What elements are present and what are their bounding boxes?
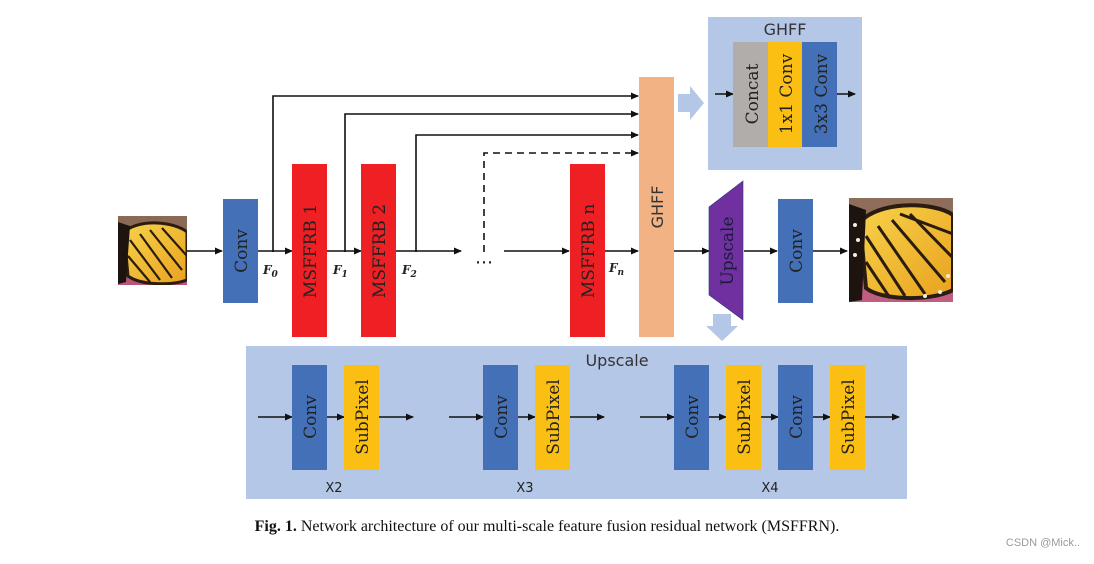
- skip-connections: [272, 92, 639, 252]
- caption-text: Network architecture of our multi-scale …: [300, 518, 840, 535]
- x3-conv-layer: [483, 365, 518, 470]
- msffrb-2-label: MSFFRB 2: [370, 204, 390, 298]
- conv-input-label: Conv: [232, 229, 252, 273]
- x4-conv-layer-1: [674, 365, 709, 470]
- upscale-expand-arrow-icon: [706, 314, 738, 341]
- msffrb-2-block: [361, 164, 396, 337]
- skip-connection-f2: [415, 131, 639, 252]
- ghff-detail-panel: GHFF Concat 1x1 Conv 3x3 Conv: [708, 17, 862, 170]
- skip-connection-f1: [344, 110, 639, 252]
- msffrb-1-block: [292, 164, 327, 337]
- x4-subpixel-layer-2: [830, 365, 865, 470]
- ellipsis: ⋯: [475, 252, 493, 273]
- conv-input-block: [223, 199, 258, 303]
- feature-label-f1: F1: [332, 263, 348, 280]
- x4-label: X4: [761, 481, 778, 496]
- x4-subpixel-label-2: SubPixel: [839, 379, 859, 454]
- msffrb-n-block: [570, 164, 605, 337]
- upscale-group-x3: Conv SubPixel X3: [449, 365, 605, 496]
- concat-layer: [733, 42, 768, 147]
- x2-subpixel-label: SubPixel: [353, 379, 373, 454]
- conv3x3-layer: [802, 42, 837, 147]
- x4-conv-layer-2: [778, 365, 813, 470]
- msffrb-1-label: MSFFRB 1: [301, 204, 321, 298]
- concat-label: Concat: [743, 63, 763, 124]
- upscale-panel-title: Upscale: [585, 351, 648, 370]
- ghff-label: GHFF: [648, 186, 667, 229]
- x2-subpixel-layer: [344, 365, 379, 470]
- x2-conv-label: Conv: [301, 395, 321, 439]
- skip-connection-f0: [272, 92, 639, 252]
- x4-conv-label-1: Conv: [683, 395, 703, 439]
- upscale-group-x4: Conv SubPixel Conv SubPixel X4: [640, 365, 900, 496]
- upscale-group-x2: Conv SubPixel X2: [258, 365, 414, 496]
- figure-caption: Fig. 1. Network architecture of our mult…: [0, 518, 1094, 536]
- skip-connection-dashed: [483, 149, 639, 252]
- conv-output-block: [778, 199, 813, 303]
- x4-conv-label-2: Conv: [787, 395, 807, 439]
- upscale-block: [708, 180, 744, 321]
- x4-subpixel-label-1: SubPixel: [735, 379, 755, 454]
- x4-subpixel-layer-1: [726, 365, 761, 470]
- upscale-label: Upscale: [718, 216, 738, 285]
- x3-subpixel-label: SubPixel: [544, 379, 564, 454]
- upscale-detail-panel: Upscale Conv SubPixel X2 Conv SubPixel X…: [246, 346, 907, 499]
- conv1x1-layer: [768, 42, 802, 147]
- feature-label-fn: Fn: [608, 261, 624, 278]
- ghff-expand-arrow-icon: [678, 86, 704, 120]
- input-image: [118, 216, 187, 285]
- msffrb-n-label: MSFFRB n: [579, 204, 599, 298]
- watermark: CSDN @Mick..: [1005, 537, 1080, 549]
- x2-conv-layer: [292, 365, 327, 470]
- ghff-block: [639, 77, 674, 337]
- conv3x3-label: 3x3 Conv: [812, 53, 832, 134]
- feature-label-f2: F2: [401, 263, 417, 280]
- output-image: [849, 198, 953, 302]
- feature-labels: F0 F1 F2 Fn: [262, 261, 624, 280]
- conv-output-label: Conv: [787, 229, 807, 273]
- x3-subpixel-layer: [535, 365, 570, 470]
- ghff-panel-title: GHFF: [764, 20, 807, 39]
- conv1x1-label: 1x1 Conv: [777, 53, 797, 134]
- x3-conv-label: Conv: [492, 395, 512, 439]
- caption-label: Fig. 1.: [254, 518, 297, 535]
- x3-label: X3: [516, 481, 533, 496]
- x2-label: X2: [325, 481, 342, 496]
- feature-label-f0: F0: [262, 263, 279, 280]
